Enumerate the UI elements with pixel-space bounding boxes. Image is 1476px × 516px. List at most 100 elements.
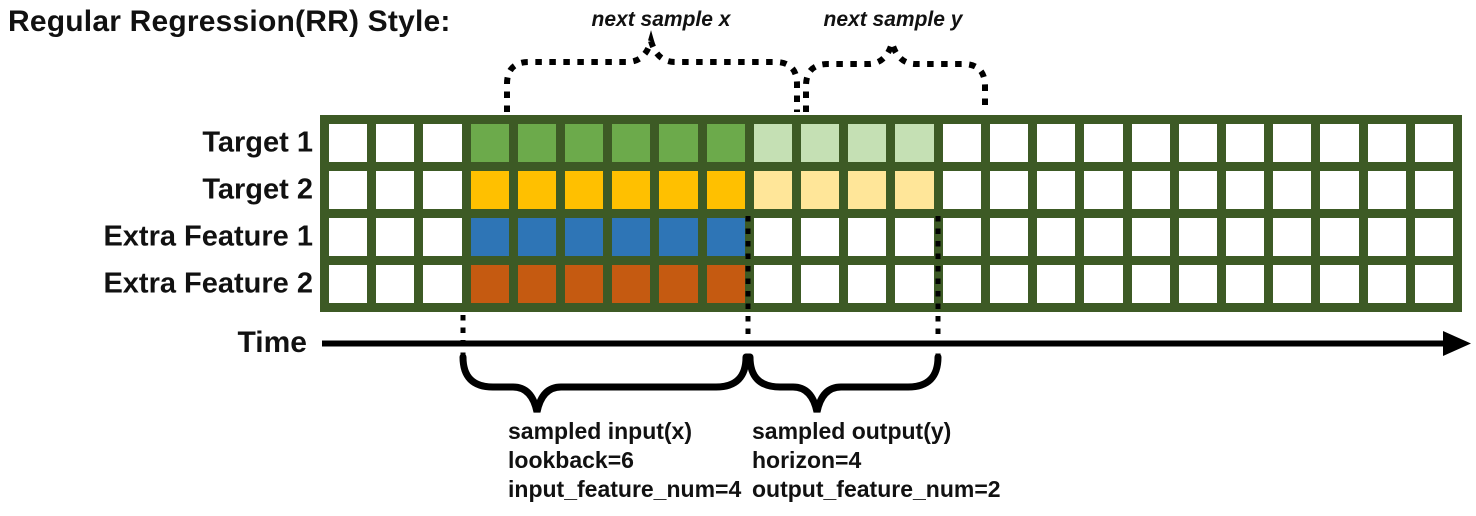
lookback-line: lookback=6 xyxy=(508,447,634,473)
output-feature-num-line: output_feature_num=2 xyxy=(752,476,1001,502)
grid-cell xyxy=(659,124,698,162)
sampled-output-brace xyxy=(746,353,942,413)
grid-cell xyxy=(517,124,557,162)
grid-cell xyxy=(1131,218,1170,256)
row-label-extra-feature-2: Extra Feature 2 xyxy=(103,267,313,300)
grid-cell xyxy=(612,265,651,303)
time-arrowhead xyxy=(1443,331,1471,356)
grid-cell xyxy=(423,124,462,162)
grid-cell xyxy=(329,218,368,256)
grid-cell xyxy=(376,124,415,162)
grid-cell xyxy=(329,265,368,303)
grid-cell xyxy=(1414,265,1453,303)
grid-cell xyxy=(423,171,462,209)
grid-cell xyxy=(565,171,604,209)
grid-cell xyxy=(801,265,840,303)
grid-cell xyxy=(565,218,604,256)
grid-cell xyxy=(895,124,934,162)
grid-cell xyxy=(848,171,887,209)
grid-cell xyxy=(942,171,981,209)
grid-cell xyxy=(1320,124,1359,162)
input-feature-num-line: input_feature_num=4 xyxy=(508,476,742,502)
time-axis-arrow xyxy=(322,331,1471,356)
grid-cell xyxy=(989,171,1029,209)
grid-cell xyxy=(517,171,557,209)
grid-cell xyxy=(612,171,651,209)
grid-cell xyxy=(706,171,745,209)
grid-cell xyxy=(848,218,887,256)
grid-cell xyxy=(470,171,509,209)
grid-cell xyxy=(1273,171,1312,209)
grid-cell xyxy=(801,124,840,162)
grid-cell xyxy=(1131,124,1170,162)
grid-cell xyxy=(659,171,698,209)
grid-cell xyxy=(942,218,981,256)
grid-cell xyxy=(565,124,604,162)
grid-cell xyxy=(1273,218,1312,256)
sampled-input-brace xyxy=(459,353,750,413)
grid-cell xyxy=(1131,171,1170,209)
grid-cell xyxy=(470,265,509,303)
grid-cell xyxy=(895,218,934,256)
horizon-line: horizon=4 xyxy=(752,447,862,473)
sampled-input-caption: sampled input(x) lookback=6 input_featur… xyxy=(508,417,741,504)
grid-cell xyxy=(1225,218,1265,256)
grid-cell xyxy=(753,171,793,209)
next-sample-y-brace xyxy=(803,32,988,112)
grid-cell xyxy=(989,218,1029,256)
grid-cell xyxy=(989,124,1029,162)
diagram-title: Regular Regression(RR) Style: xyxy=(8,5,451,38)
grid-cell xyxy=(989,265,1029,303)
grid-cell xyxy=(1178,124,1217,162)
grid-cell xyxy=(801,171,840,209)
grid-cell xyxy=(376,171,415,209)
grid-cell xyxy=(1178,265,1217,303)
next-sample-x-brace xyxy=(504,30,800,112)
grid-cell xyxy=(376,218,415,256)
grid-cell xyxy=(1367,171,1406,209)
grid-cell xyxy=(1320,218,1359,256)
grid-cell xyxy=(1273,124,1312,162)
grid-cell xyxy=(612,124,651,162)
grid-cell xyxy=(1273,265,1312,303)
grid-cell xyxy=(423,265,462,303)
grid-cell xyxy=(942,124,981,162)
time-series-grid xyxy=(320,115,1462,312)
grid-cell xyxy=(706,218,745,256)
grid-cell xyxy=(565,265,604,303)
time-axis-label: Time xyxy=(237,326,307,359)
grid-cell xyxy=(706,124,745,162)
grid-cell xyxy=(659,265,698,303)
grid-cell xyxy=(895,171,934,209)
grid-cell xyxy=(753,265,793,303)
grid-cell xyxy=(1037,218,1076,256)
grid-cell xyxy=(376,265,415,303)
grid-cell xyxy=(1084,124,1123,162)
grid-cell xyxy=(1414,218,1453,256)
grid-cell xyxy=(1225,171,1265,209)
grid-cell xyxy=(753,218,793,256)
grid-cell xyxy=(1084,171,1123,209)
grid-cell xyxy=(848,124,887,162)
grid-cell xyxy=(659,218,698,256)
grid-cell xyxy=(1320,171,1359,209)
grid-cell xyxy=(1414,171,1453,209)
grid-cell xyxy=(753,124,793,162)
grid-cell xyxy=(1225,265,1265,303)
grid-cell xyxy=(1037,124,1076,162)
grid-cell xyxy=(1367,218,1406,256)
grid-cell xyxy=(942,265,981,303)
grid-cell xyxy=(1320,265,1359,303)
grid-cell xyxy=(1178,171,1217,209)
grid-cell xyxy=(329,124,368,162)
grid-cell xyxy=(1178,218,1217,256)
grid-cell xyxy=(470,124,509,162)
grid-cell xyxy=(1037,265,1076,303)
next-sample-y-label: next sample y xyxy=(823,8,963,31)
sampled-output-caption: sampled output(y) horizon=4 output_featu… xyxy=(752,417,1001,504)
next-sample-x-label: next sample x xyxy=(591,8,731,31)
grid-cell xyxy=(1084,265,1123,303)
grid-cell xyxy=(517,265,557,303)
grid-cell xyxy=(1367,124,1406,162)
